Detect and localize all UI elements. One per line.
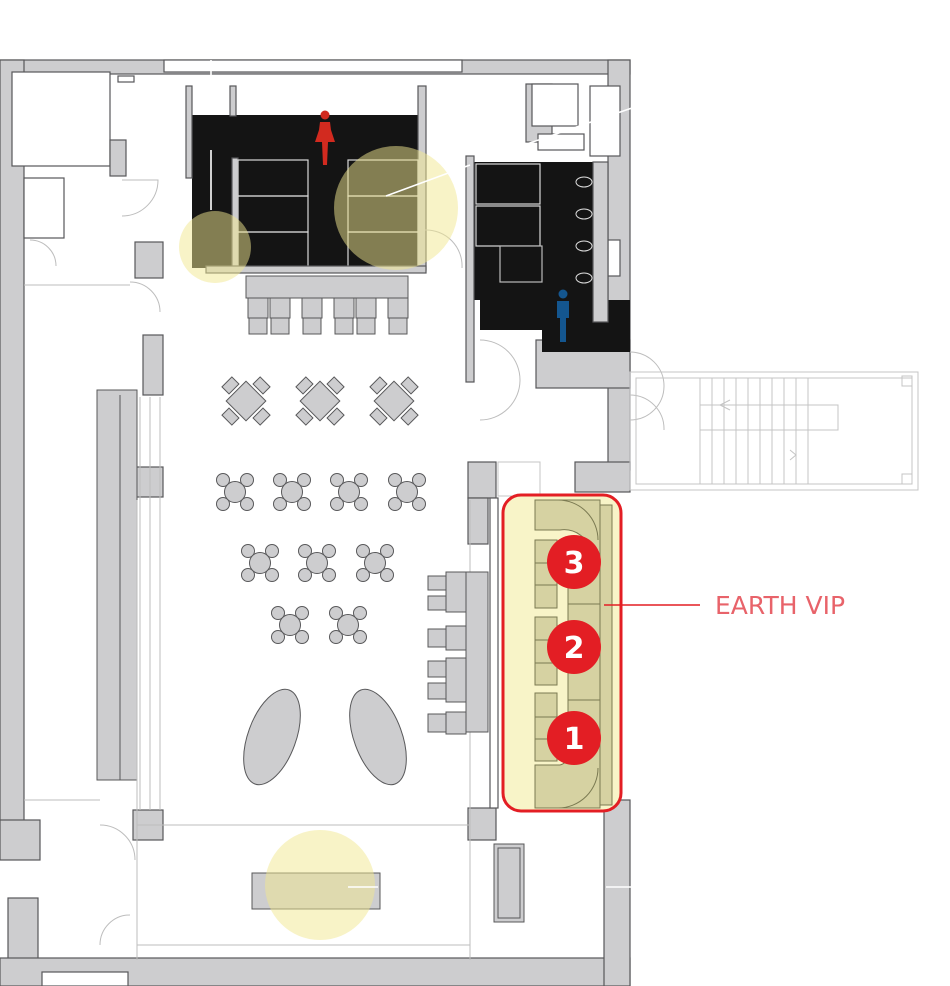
vip-booth-2[interactable]: 2 xyxy=(547,620,601,674)
chair xyxy=(412,497,426,511)
chair xyxy=(273,473,287,487)
chair xyxy=(380,568,394,582)
round-table xyxy=(241,544,279,582)
chair xyxy=(241,568,255,582)
booth-number: 3 xyxy=(564,546,585,581)
male-person-icon xyxy=(557,289,569,342)
chair xyxy=(216,497,230,511)
chair xyxy=(295,606,309,620)
table-top xyxy=(224,481,246,503)
chair xyxy=(265,544,279,558)
table-top xyxy=(306,552,328,574)
chair xyxy=(265,568,279,582)
chair xyxy=(298,544,312,558)
urinals xyxy=(575,176,593,284)
high-stools xyxy=(245,275,409,335)
vip-booth-3[interactable]: 3 xyxy=(547,535,601,589)
staircase xyxy=(497,371,919,497)
chair xyxy=(329,630,343,644)
round-tables xyxy=(216,473,426,644)
side-seating xyxy=(427,571,489,735)
chair xyxy=(322,544,336,558)
table-top xyxy=(281,481,303,503)
chair xyxy=(273,497,287,511)
chair xyxy=(241,544,255,558)
chair xyxy=(271,606,285,620)
chair xyxy=(330,473,344,487)
chair xyxy=(354,497,368,511)
table-top xyxy=(396,481,418,503)
chair xyxy=(388,473,402,487)
round-table xyxy=(216,473,254,511)
chair xyxy=(356,568,370,582)
booth-number: 2 xyxy=(564,631,585,666)
round-table xyxy=(356,544,394,582)
chair xyxy=(380,544,394,558)
round-table xyxy=(298,544,336,582)
chair xyxy=(297,497,311,511)
lounge-sofas xyxy=(243,688,407,786)
chair xyxy=(322,568,336,582)
table-top xyxy=(279,614,301,636)
chair xyxy=(240,473,254,487)
table-top xyxy=(364,552,386,574)
building-walls xyxy=(0,59,631,986)
round-table xyxy=(271,606,309,644)
bar-counter-left xyxy=(24,284,471,960)
chair xyxy=(240,497,254,511)
round-table xyxy=(329,606,367,644)
chair xyxy=(295,630,309,644)
light-glows xyxy=(179,60,633,940)
mens-restroom xyxy=(465,155,630,383)
table-top xyxy=(249,552,271,574)
round-table xyxy=(273,473,311,511)
vip-label: EARTH VIP xyxy=(715,591,845,620)
square-tables xyxy=(221,376,419,426)
table-top xyxy=(338,481,360,503)
columns xyxy=(132,334,499,841)
vip-booth-1[interactable]: 1 xyxy=(547,711,601,765)
vip-highlight-outline xyxy=(501,493,623,813)
chair xyxy=(330,497,344,511)
female-person-icon xyxy=(315,110,335,165)
chair xyxy=(353,606,367,620)
earth-vip-area[interactable]: 3 2 1 EARTH VIP xyxy=(501,493,845,813)
chair xyxy=(216,473,230,487)
chair xyxy=(298,568,312,582)
chair xyxy=(271,630,285,644)
chair xyxy=(353,630,367,644)
chair xyxy=(412,473,426,487)
chair xyxy=(388,497,402,511)
booth-number: 1 xyxy=(564,722,585,757)
chair xyxy=(356,544,370,558)
table-top xyxy=(337,614,359,636)
chair xyxy=(297,473,311,487)
round-table xyxy=(330,473,368,511)
chair xyxy=(354,473,368,487)
chair xyxy=(329,606,343,620)
round-table xyxy=(388,473,426,511)
